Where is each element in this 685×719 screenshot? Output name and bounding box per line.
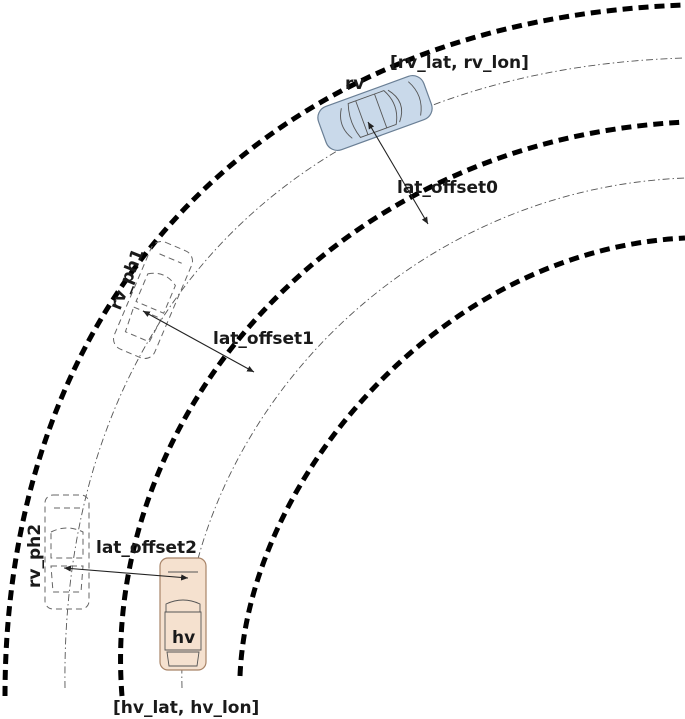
road-edge-outer xyxy=(2,2,685,697)
rv-ph1-label: rv_ph1 xyxy=(106,246,149,313)
lat-offset2-arrow xyxy=(63,565,189,581)
lane-center-inner xyxy=(181,177,685,689)
hv-label: hv xyxy=(172,628,195,648)
rv-car xyxy=(317,75,433,151)
rv-label: rv xyxy=(345,74,364,94)
rv-ph2-label: rv_ph2 xyxy=(25,524,45,588)
lane-center-outer xyxy=(64,57,685,689)
rv-coords-label: [rv_lat, rv_lon] xyxy=(390,53,529,73)
lat-offset2-label: lat_offset2 xyxy=(96,538,197,558)
hv-car xyxy=(159,557,207,671)
lat-offset0-arrow xyxy=(367,121,429,225)
lat-offset1-label: lat_offset1 xyxy=(213,329,314,349)
lat-offset0-label: lat_offset0 xyxy=(397,178,498,198)
lat-offset1-arrow xyxy=(142,310,255,373)
hv-coords-label: [hv_lat, hv_lon] xyxy=(113,698,259,718)
road-edge-inner xyxy=(237,235,685,677)
